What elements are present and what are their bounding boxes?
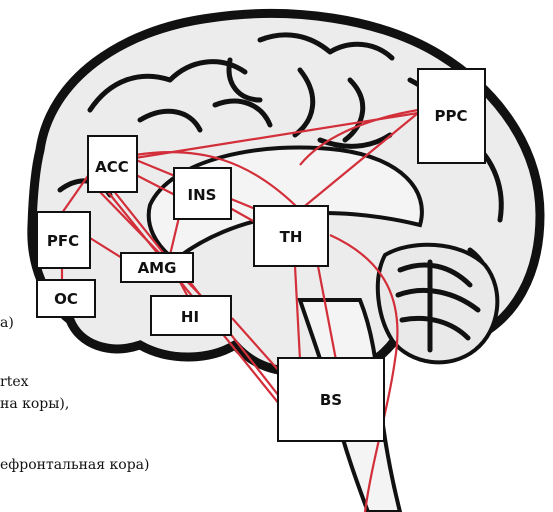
node-ppc-label: PPC xyxy=(435,107,468,125)
node-hi: HI xyxy=(151,296,231,335)
node-ins: INS xyxy=(174,168,231,219)
caption-line-2: rtex xyxy=(0,374,29,390)
caption-line-1: a) xyxy=(0,315,14,331)
node-oc: OC xyxy=(37,280,95,317)
node-th: TH xyxy=(254,206,328,266)
node-amg: AMG xyxy=(121,253,193,282)
node-pfc: PFC xyxy=(37,212,90,268)
node-oc-label: OC xyxy=(54,290,78,308)
node-bs: BS xyxy=(278,358,384,441)
caption-line-4: ефронтальная кора) xyxy=(0,457,149,473)
node-ins-label: INS xyxy=(188,186,217,204)
node-hi-label: HI xyxy=(181,308,199,326)
node-acc: ACC xyxy=(88,136,137,192)
node-pfc-label: PFC xyxy=(47,232,79,250)
node-acc-label: ACC xyxy=(95,158,129,176)
node-bs-label: BS xyxy=(320,391,342,409)
caption-line-3: на коры), xyxy=(0,396,69,412)
node-th-label: TH xyxy=(280,228,303,246)
node-ppc: PPC xyxy=(418,69,485,163)
node-amg-label: AMG xyxy=(138,259,177,277)
